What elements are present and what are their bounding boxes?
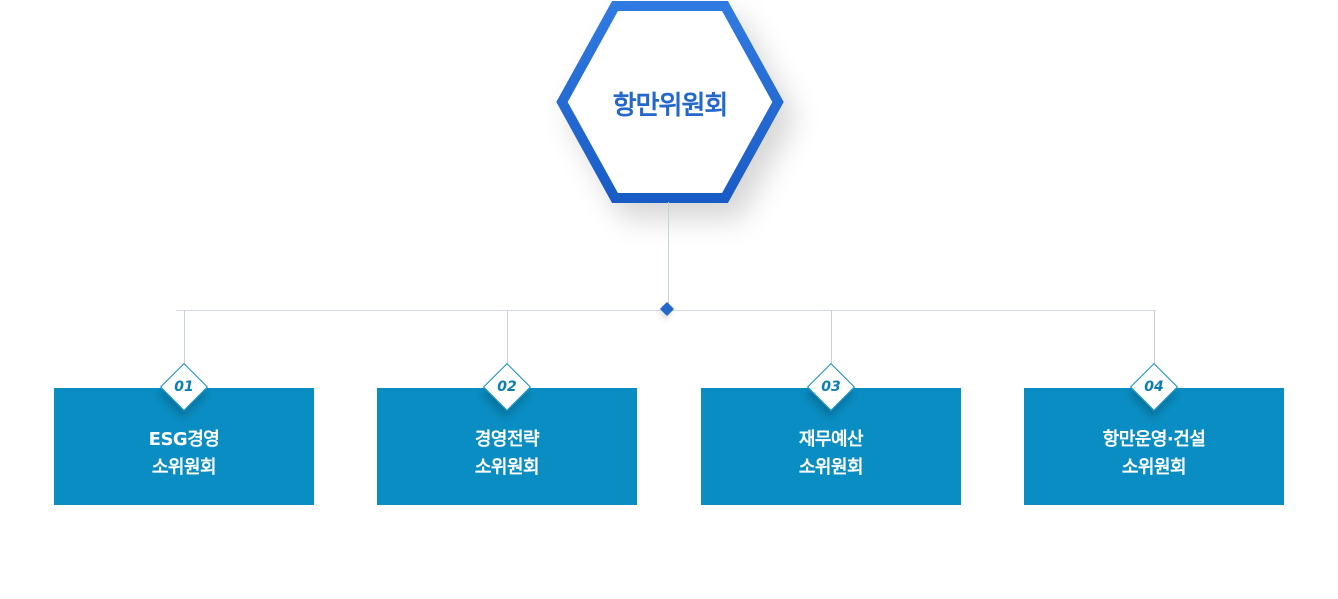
committee-name-line2: 소위원회 [151, 456, 217, 478]
connector-drop [507, 310, 508, 366]
root-title: 항만위원회 [612, 90, 729, 121]
badge-number: 03 [821, 379, 841, 395]
committee-name-line1: ESG경영 [148, 428, 220, 450]
connector-drop [1154, 310, 1155, 366]
number-badge: 01 [159, 362, 209, 412]
committee-name-line1: 경영전략 [474, 428, 540, 450]
connector-drop [184, 310, 185, 366]
committee-name-line1: 항만운영·건설 [1102, 428, 1206, 450]
badge-number: 01 [174, 379, 194, 395]
committee-name-line1: 재무예산 [798, 428, 864, 450]
root-node-hexagon: 항만위원회 [552, 0, 788, 206]
connector-drop [831, 310, 832, 366]
committee-name-line2: 소위원회 [798, 456, 864, 478]
number-badge: 04 [1129, 362, 1179, 412]
connector-vertical [668, 202, 669, 310]
committee-box-strategy: 경영전략 소위원회 [377, 388, 637, 505]
hexagon-shape [556, 1, 784, 203]
badge-number: 02 [497, 379, 517, 395]
junction-diamond-icon [659, 301, 675, 317]
committee-name-line2: 소위원회 [474, 456, 540, 478]
badge-number: 04 [1144, 379, 1164, 395]
number-badge: 02 [482, 362, 532, 412]
number-badge: 03 [806, 362, 856, 412]
committee-name-line2: 소위원회 [1121, 456, 1187, 478]
